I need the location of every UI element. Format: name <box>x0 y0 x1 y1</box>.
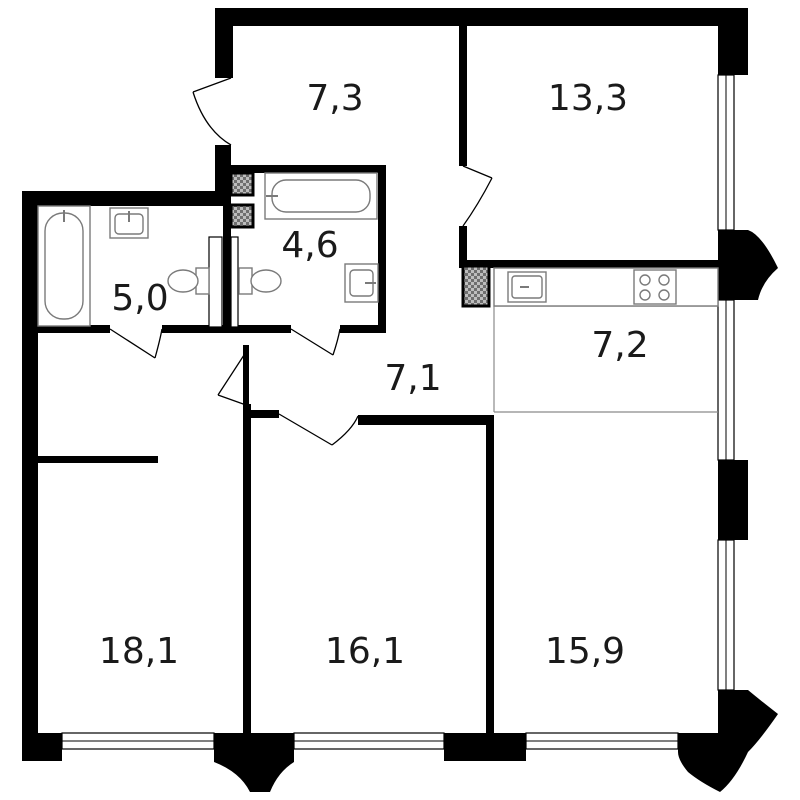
room-label-bathroom-small: 4,6 <box>281 225 338 266</box>
wall-west-outer <box>22 191 38 751</box>
window-south-middle <box>293 732 445 750</box>
sink-small-icon <box>344 263 379 303</box>
room-label-living-se: 15,9 <box>545 631 625 672</box>
door-bedroom-ne <box>462 165 493 227</box>
wall-bedroom-ne-bottom <box>459 260 729 268</box>
window-east-upper <box>717 74 735 231</box>
room-label-hall-north: 7,3 <box>306 78 363 119</box>
room-label-kitchen: 7,2 <box>591 325 648 366</box>
wall-sw-partition <box>38 456 158 463</box>
wall-hall-bedroom-bottom <box>459 226 467 266</box>
wall-small-bath-top <box>230 165 385 173</box>
toilet-small-icon <box>238 267 282 295</box>
kitchen-counter <box>493 267 719 307</box>
shaft-1 <box>229 171 255 197</box>
room-label-bathroom-west: 5,0 <box>111 278 168 319</box>
stove-icon <box>633 269 677 305</box>
shaft-3 <box>461 264 491 308</box>
wall-small-bath-right <box>378 165 386 333</box>
wall-east-top <box>718 8 748 75</box>
walls <box>22 8 778 792</box>
window-south-east <box>525 732 679 750</box>
room-label-corridor: 7,1 <box>384 358 441 399</box>
wall-small-bath-bottom-left <box>223 325 291 333</box>
wall-west-bath-bottom-right <box>162 325 231 333</box>
wall-hall-bedroom-top <box>459 8 467 166</box>
pillar-east-upper <box>718 230 778 300</box>
room-label-bedroom-ne: 13,3 <box>548 78 628 119</box>
windows <box>61 74 735 750</box>
pillar-bottom-right <box>678 690 778 792</box>
wall-corridor-stub <box>243 345 249 405</box>
door-west-bath <box>109 328 163 359</box>
door-sw-bedroom <box>217 351 247 406</box>
room-label-bedroom-s: 16,1 <box>325 631 405 672</box>
room-label-bedroom-sw: 18,1 <box>99 631 179 672</box>
wall-entrance-left-top <box>215 8 233 78</box>
pillar-bottom-middle <box>444 733 526 761</box>
wall-west-bath-bottom-left <box>22 325 110 333</box>
wall-bath-divider <box>223 191 231 331</box>
wall-s-living-divider <box>486 415 494 735</box>
fixtures <box>37 172 719 327</box>
wall-small-bath-bottom-right <box>340 325 386 333</box>
pillar-bottom-left <box>22 733 62 761</box>
wall-s-top-left <box>243 410 279 418</box>
door-small-bath <box>290 328 341 356</box>
sink-west-icon <box>109 207 149 239</box>
room-labels: 7,3 13,3 4,6 5,0 7,2 7,1 18,1 16,1 15,9 <box>99 78 649 672</box>
wall-s-top-right <box>358 415 494 425</box>
shafts <box>229 171 491 308</box>
pillar-bottom-left-center <box>214 733 294 792</box>
doors <box>109 77 493 446</box>
bathtub-west-icon <box>37 205 91 327</box>
window-east-middle <box>717 299 735 461</box>
pillar-east-lower <box>718 460 748 540</box>
window-south-west <box>61 732 215 750</box>
window-east-lower <box>717 539 735 691</box>
wall-west-bath-top <box>22 191 230 206</box>
door-entrance <box>192 77 232 146</box>
bathtub-small-icon <box>264 172 378 220</box>
wall-top <box>215 8 748 26</box>
wall-sw-s-divider <box>243 404 251 734</box>
shaft-2 <box>229 203 255 229</box>
door-s-bedroom <box>278 413 359 446</box>
wall-entrance-left-bottom <box>215 145 231 205</box>
toilet-west-icon <box>167 267 210 295</box>
